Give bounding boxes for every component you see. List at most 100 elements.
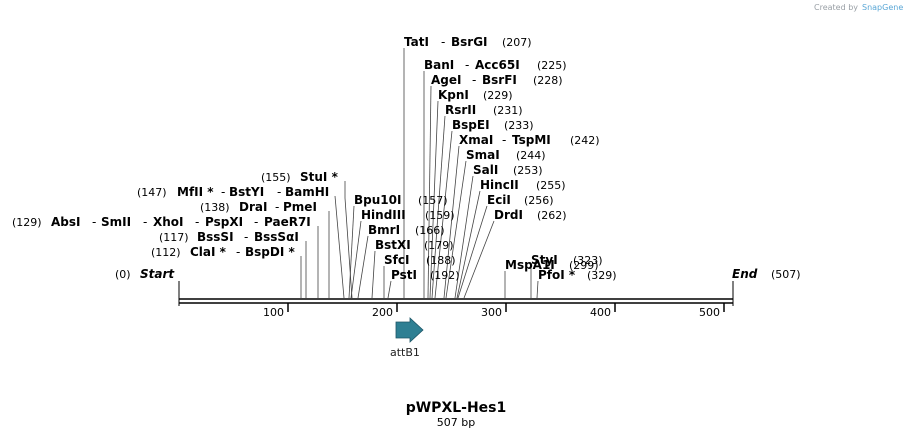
tick-label: 100: [263, 306, 284, 319]
enzyme-name[interactable]: BamHI: [285, 185, 329, 199]
enzyme-name[interactable]: PstI: [391, 268, 417, 282]
enzyme-name[interactable]: PfoI *: [538, 268, 576, 282]
tick-label: 200: [372, 306, 393, 319]
enzyme-position: (117): [159, 231, 189, 244]
svg-text:-: -: [244, 230, 248, 244]
svg-text:-: -: [441, 35, 445, 49]
enzyme-position: (329): [587, 269, 617, 282]
enzyme-position: (112): [151, 246, 181, 259]
svg-text:-: -: [472, 73, 476, 87]
end-position: (507): [771, 268, 801, 281]
enzyme-position: (231): [493, 104, 523, 117]
enzyme-name[interactable]: XhoI: [153, 215, 184, 229]
enzyme-name[interactable]: BssSαI: [254, 230, 299, 244]
enzyme-position: (179): [424, 239, 454, 252]
credit-text: Created by: [814, 3, 858, 12]
enzyme-name[interactable]: BspEI: [452, 118, 490, 132]
svg-text:-: -: [465, 58, 469, 72]
tick-label: 400: [590, 306, 611, 319]
enzyme-position: (159): [425, 209, 455, 222]
enzyme-name[interactable]: TatI: [404, 35, 429, 49]
enzyme-name[interactable]: EciI: [487, 193, 511, 207]
feature-label: attB1: [390, 346, 420, 359]
enzyme-name[interactable]: StyI: [531, 253, 558, 267]
svg-text:-: -: [143, 215, 147, 229]
enzyme-name[interactable]: ClaI *: [190, 245, 227, 259]
enzyme-name[interactable]: BsrFI: [482, 73, 517, 87]
enzyme-name[interactable]: PspXI: [205, 215, 243, 229]
enzyme-name[interactable]: SmII: [101, 215, 131, 229]
ruler: 100 200 300 400 500: [263, 303, 725, 319]
feature-attb1[interactable]: attB1: [390, 317, 424, 359]
enzyme-name[interactable]: PaeR7I: [264, 215, 311, 229]
start-position: (0): [115, 268, 131, 281]
enzyme-name[interactable]: BanI: [424, 58, 454, 72]
credit-brand: SnapGene: [862, 3, 903, 12]
enzyme-position: (188): [426, 254, 456, 267]
enzyme-name[interactable]: PmeI: [283, 200, 317, 214]
svg-text:-: -: [195, 215, 199, 229]
enzyme-name[interactable]: Acc65I: [475, 58, 520, 72]
tick-label: 500: [699, 306, 720, 319]
enzyme-name[interactable]: BsrGI: [451, 35, 488, 49]
start-label: Start: [140, 267, 175, 281]
enzyme-name[interactable]: BstXI: [375, 238, 411, 252]
enzyme-name[interactable]: HindIII: [361, 208, 406, 222]
enzyme-position: (192): [430, 269, 460, 282]
enzyme-name[interactable]: StuI *: [300, 170, 339, 184]
enzyme-position: (138): [200, 201, 230, 214]
enzyme-name[interactable]: Bpu10I: [354, 193, 401, 207]
end-label: End: [732, 267, 758, 281]
enzyme-position: (166): [415, 224, 445, 237]
enzyme-name[interactable]: MspA1I: [505, 258, 555, 272]
enzyme-name[interactable]: TspMI: [512, 133, 551, 147]
svg-text:-: -: [236, 245, 240, 259]
svg-text:-: -: [254, 215, 258, 229]
enzyme-name[interactable]: SfcI: [384, 253, 409, 267]
enzyme-labels-right: TatI - BsrGI (207) BanI - Acc65I (225) A…: [354, 35, 617, 282]
enzyme-position: (228): [533, 74, 563, 87]
enzyme-name[interactable]: DrdI: [494, 208, 523, 222]
sequence-backbone: [178, 281, 734, 306]
svg-text:-: -: [277, 185, 281, 199]
enzyme-position: (129): [12, 216, 42, 229]
enzyme-name[interactable]: BspDI *: [245, 245, 295, 259]
enzyme-position: (242): [570, 134, 600, 147]
enzyme-name[interactable]: HincII: [480, 178, 519, 192]
enzyme-position: (157): [418, 194, 448, 207]
svg-text:-: -: [92, 215, 96, 229]
enzyme-name[interactable]: BstYI: [229, 185, 264, 199]
enzyme-name[interactable]: SmaI: [466, 148, 500, 162]
svg-text:-: -: [275, 200, 279, 214]
enzyme-position: (256): [524, 194, 554, 207]
enzyme-position: (253): [513, 164, 543, 177]
map-title: pWPXL-Hes1: [406, 400, 507, 416]
enzyme-name[interactable]: BssSI: [197, 230, 234, 244]
enzyme-position: (244): [516, 149, 546, 162]
enzyme-position: (225): [537, 59, 567, 72]
enzyme-name[interactable]: AbsI: [51, 215, 80, 229]
tick-label: 300: [481, 306, 502, 319]
enzyme-name[interactable]: DraI: [239, 200, 267, 214]
enzyme-name[interactable]: KpnI: [438, 88, 469, 102]
enzyme-name[interactable]: BmrI: [368, 223, 400, 237]
enzyme-position: (233): [504, 119, 534, 132]
enzyme-name[interactable]: XmaI: [459, 133, 493, 147]
enzyme-name[interactable]: SalI: [473, 163, 498, 177]
enzyme-name[interactable]: MfII *: [177, 185, 214, 199]
enzyme-position: (155): [261, 171, 291, 184]
svg-text:-: -: [502, 133, 506, 147]
enzyme-leader-lines: [300, 48, 539, 299]
svg-text:-: -: [221, 185, 225, 199]
enzyme-position: (262): [537, 209, 567, 222]
enzyme-name[interactable]: RsrII: [445, 103, 476, 117]
enzyme-position: (207): [502, 36, 532, 49]
enzyme-position: (229): [483, 89, 513, 102]
enzyme-position: (323): [573, 254, 603, 267]
enzyme-position: (147): [137, 186, 167, 199]
enzyme-position: (299): [569, 259, 599, 272]
enzyme-labels-left: (155) StuI * (147) MfII * - BstYI - BamH…: [12, 170, 339, 259]
enzyme-position: (255): [536, 179, 566, 192]
enzyme-name[interactable]: AgeI: [431, 73, 461, 87]
